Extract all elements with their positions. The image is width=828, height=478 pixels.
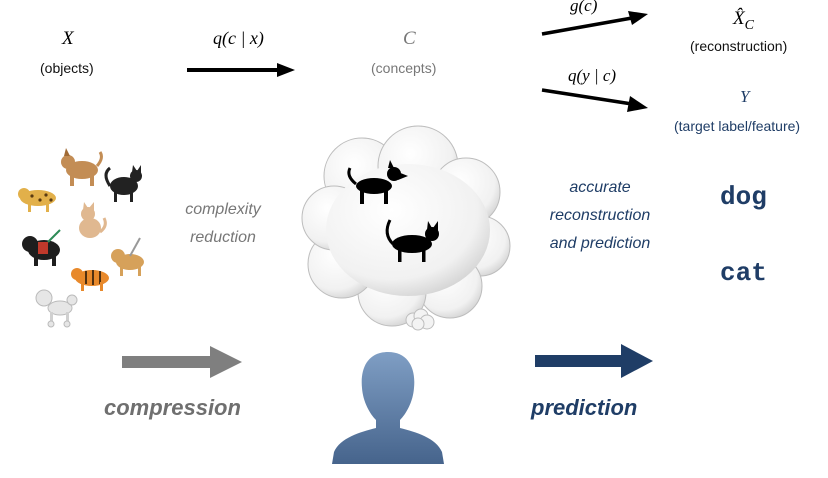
target-label: (target label/feature) [674, 118, 801, 134]
decoder-g-label: g(c) [570, 0, 598, 15]
target-symbol: Y [740, 87, 750, 106]
thought-cloud-icon [301, 125, 511, 327]
label-cat: cat [720, 258, 767, 288]
decoder-g-arrow [541, 11, 648, 36]
dog-icon [347, 160, 408, 204]
animal-collection [18, 148, 144, 328]
concepts-symbol: C [403, 28, 416, 49]
accurate-reconstruction-label: accurate reconstruction and prediction [549, 179, 651, 252]
cat-icon [104, 165, 142, 202]
decoder-q-arrow [541, 88, 648, 112]
encoder-arrow [187, 63, 295, 77]
cat-icon [79, 202, 107, 238]
decoder-q-label: q(y | c) [568, 66, 617, 85]
person-silhouette-icon [332, 352, 444, 464]
prediction-label: prediction [531, 395, 638, 420]
recon-symbol: X̂C [733, 8, 754, 33]
tiger-icon [71, 268, 109, 291]
thought-bubble-icon [405, 308, 435, 331]
leopard-icon [18, 188, 56, 212]
objects-label: (objects) [40, 60, 94, 76]
objects-symbol: X [62, 28, 74, 49]
encoder-label: q(c | x) [213, 28, 264, 48]
recon-label: (reconstruction) [690, 38, 788, 54]
compression-label: compression [104, 395, 241, 420]
guide-dog-icon [111, 237, 144, 276]
compression-arrow [122, 346, 242, 378]
prediction-arrow [535, 344, 653, 378]
poodle-icon [35, 289, 78, 328]
complexity-reduction-label: complexity reduction [185, 201, 261, 246]
dog-icon [61, 148, 103, 186]
label-dog: dog [720, 182, 767, 212]
service-dog-icon [22, 229, 61, 266]
concepts-label: (concepts) [371, 60, 437, 76]
cat-icon [385, 219, 439, 262]
